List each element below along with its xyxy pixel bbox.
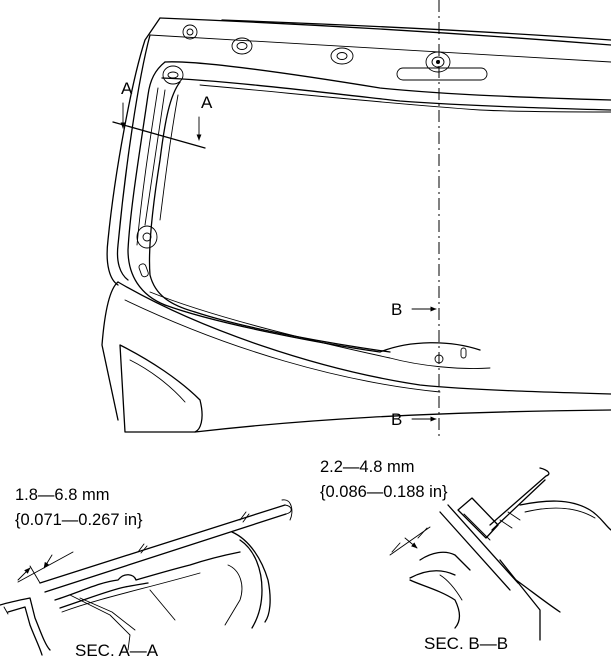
section-a-label: A (121, 79, 133, 98)
clip-icon (231, 37, 253, 55)
section-bb-range-mm: 2.2—4.8 mm (320, 458, 414, 476)
section-a-label: A (201, 93, 213, 112)
section-aa-range-in: {0.071—0.267 in} (15, 511, 143, 529)
section-b-label: B (391, 410, 402, 429)
clip-icon (162, 65, 184, 85)
clip-icon (182, 24, 198, 40)
section-bb-caption: SEC. B—B (424, 634, 508, 653)
liftgate-illustration (101, 0, 611, 440)
section-a-cut: A A (112, 79, 213, 149)
section-b-cut: B B (391, 300, 437, 429)
section-bb-detail: 2.2—4.8 mm {0.086—0.188 in} SEC. B—B (320, 458, 611, 653)
clip-icon (425, 51, 451, 73)
clip-icon (136, 225, 158, 249)
section-b-label: B (391, 300, 402, 319)
section-bb-range-in: {0.086—0.188 in} (320, 483, 448, 501)
clip-icon (330, 47, 354, 65)
section-aa-range-mm: 1.8—6.8 mm (15, 486, 109, 504)
section-aa-caption: SEC. A—A (75, 641, 159, 660)
section-aa-detail: 1.8—6.8 mm {0.071—0.267 in} SEC. A—A (0, 486, 293, 660)
